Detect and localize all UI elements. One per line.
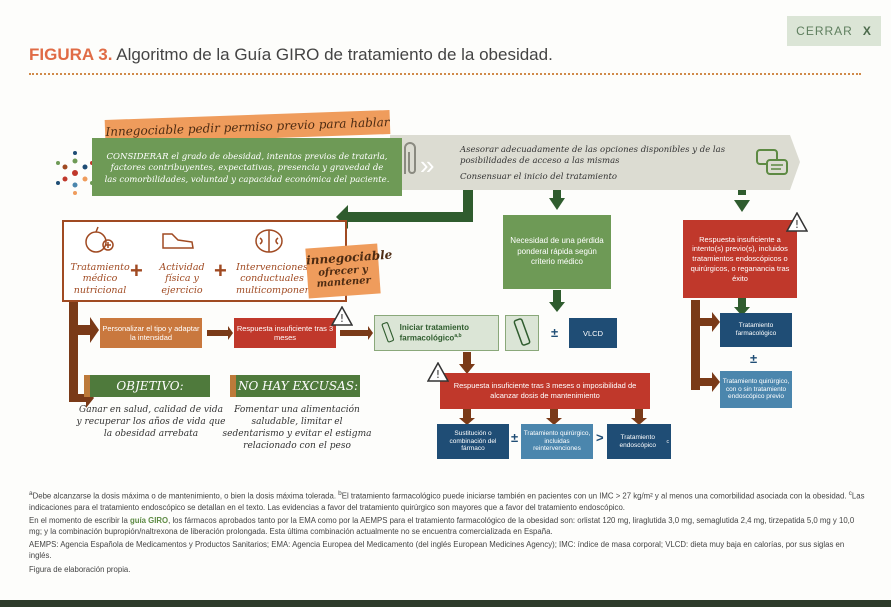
plus-minus-icon: ±	[511, 430, 519, 445]
prev-insufficient-box: Respuesta insuficiente a intento(s) prev…	[683, 220, 797, 298]
bottom-bar	[0, 600, 891, 607]
start-pharma-box: Iniciar tratamiento farmacológicoa,b	[374, 315, 499, 351]
greater-than-icon: >	[596, 430, 604, 445]
footnote-2: En el momento de escribir la guía GIRO, …	[29, 516, 865, 538]
plus-icon: +	[130, 258, 143, 283]
close-label: CERRAR	[796, 24, 853, 38]
item-nutrition: Tratamiento médico nutricional	[70, 262, 130, 296]
footnote-p2-before: En el momento de escribir la	[29, 516, 128, 525]
advise-text-2: Consensuar el inicio del tratamiento	[460, 171, 618, 182]
surgical-reintervention-box: Tratamiento quirúrgico, incluidas reinte…	[521, 424, 593, 459]
advise-band: Asesorar adecuadamente de las opciones d…	[390, 135, 790, 190]
warning-icon: !	[427, 362, 449, 382]
footnote-a: Debe alcanzarse la dosis máxima o de man…	[32, 491, 336, 501]
surgical-prev-box: Tratamiento quirúrgico, con o sin tratam…	[720, 371, 792, 408]
giro-guide-link: guía GIRO	[129, 516, 169, 525]
no-excuses-text: Fomentar una alimentación saludable, lim…	[222, 405, 372, 452]
footnote-b-mark: b	[338, 490, 342, 497]
footnote-c: Las indicaciones para el tratamiento end…	[29, 491, 865, 512]
figure-title: FIGURA 3. Algoritmo de la Guía GIRO de t…	[29, 45, 553, 65]
apple-icon	[85, 226, 114, 253]
close-button[interactable]: CERRAR X	[787, 16, 881, 46]
footnote-1: aDebe alcanzarse la dosis máxima o de ma…	[29, 489, 865, 513]
vlcd-box: VLCD	[569, 318, 617, 348]
item-behavioral: Intervenciones conductuales multicompone…	[236, 262, 321, 296]
paperclip-icon	[404, 142, 416, 174]
endoscopic-label: Tratamiento endoscópico	[619, 433, 657, 449]
warning-icon: !	[331, 306, 353, 326]
svg-text:!: !	[436, 368, 440, 381]
offer-maintain-text: ofrecer y mantener	[316, 264, 372, 291]
need-weight-loss-box: Necesidad de una pérdida ponderal rápida…	[503, 215, 611, 289]
svg-text:!: !	[795, 218, 799, 231]
footnote-3: AEMPS: Agencia Española de Medicamentos …	[29, 540, 865, 562]
start-pharma-sup: a,b	[454, 332, 462, 339]
giro-logo-icon	[56, 151, 94, 195]
footnote-b: El tratamiento farmacológico puede inici…	[341, 491, 847, 501]
personalize-box: Personalizar el tipo y adaptar la intens…	[100, 318, 202, 348]
figure-number: FIGURA 3.	[29, 45, 113, 64]
close-icon: X	[862, 24, 872, 38]
lifestyle-box	[62, 220, 347, 302]
warning-icon: !	[786, 212, 808, 232]
footnote-source: Figura de elaboración propia.	[29, 565, 131, 574]
plus-minus-icon: ±	[750, 351, 758, 366]
no-excuses-banner: NO HAY EXCUSAS:	[230, 375, 360, 397]
pen-injector-icon	[381, 322, 395, 343]
objective-text: Ganar en salud, calidad de vida y recupe…	[76, 405, 226, 440]
figure-title-text: Algoritmo de la Guía GIRO de tratamiento…	[116, 45, 553, 64]
objective-title: OBJETIVO:	[116, 379, 184, 393]
footnote-p2-after: , los fármacos aprobados tanto por la EM…	[29, 516, 855, 536]
footnote-c-mark: c	[848, 490, 852, 497]
objective-banner: OBJETIVO:	[84, 375, 210, 397]
title-divider	[29, 73, 861, 75]
footnote-a-mark: a	[29, 490, 33, 497]
no-excuses-title: NO HAY EXCUSAS:	[237, 379, 359, 393]
algorithm-diagram: Innegociable pedir permiso previo para h…	[56, 110, 808, 459]
insufficient-3m-box: Respuesta insuficiente tras 3 meses	[234, 318, 336, 348]
brain-icon	[255, 229, 283, 253]
consider-box: CONSIDERAR el grado de obesidad, intento…	[92, 138, 402, 196]
pen-injector-icon	[513, 318, 531, 346]
item-activity: Actividad física y ejercicio	[159, 262, 205, 296]
pharma-treatment-box: Tratamiento farmacológico	[720, 313, 792, 347]
substitution-box: Sustitución o combinación del fármaco	[437, 424, 509, 459]
double-chevron-icon: »	[420, 150, 435, 180]
consider-text: CONSIDERAR el grado de obesidad, intento…	[104, 152, 390, 185]
chat-bubbles-icon	[756, 149, 788, 175]
plus-minus-icon: ±	[551, 325, 559, 340]
non-negotiable-label: innegociable ofrecer y mantener	[305, 243, 393, 299]
endoscopic-box: Tratamiento endoscópico c	[607, 424, 671, 459]
pen-box	[505, 315, 539, 351]
insufficient-maint-box: Respuesta insuficiente tras 3 meses o im…	[440, 373, 650, 409]
advise-text-1: Asesorar adecuadamente de las opciones d…	[460, 145, 726, 167]
endoscopic-sup: c	[666, 438, 670, 445]
footnote-4: Figura de elaboración propia.	[29, 565, 865, 576]
plus-icon: +	[214, 258, 227, 283]
footnote-abbreviations: AEMPS: Agencia Española de Medicamentos …	[29, 540, 845, 560]
svg-text:!: !	[340, 312, 344, 325]
shoe-icon	[162, 233, 194, 249]
start-pharma-label: Iniciar tratamiento farmacológico	[399, 323, 469, 343]
